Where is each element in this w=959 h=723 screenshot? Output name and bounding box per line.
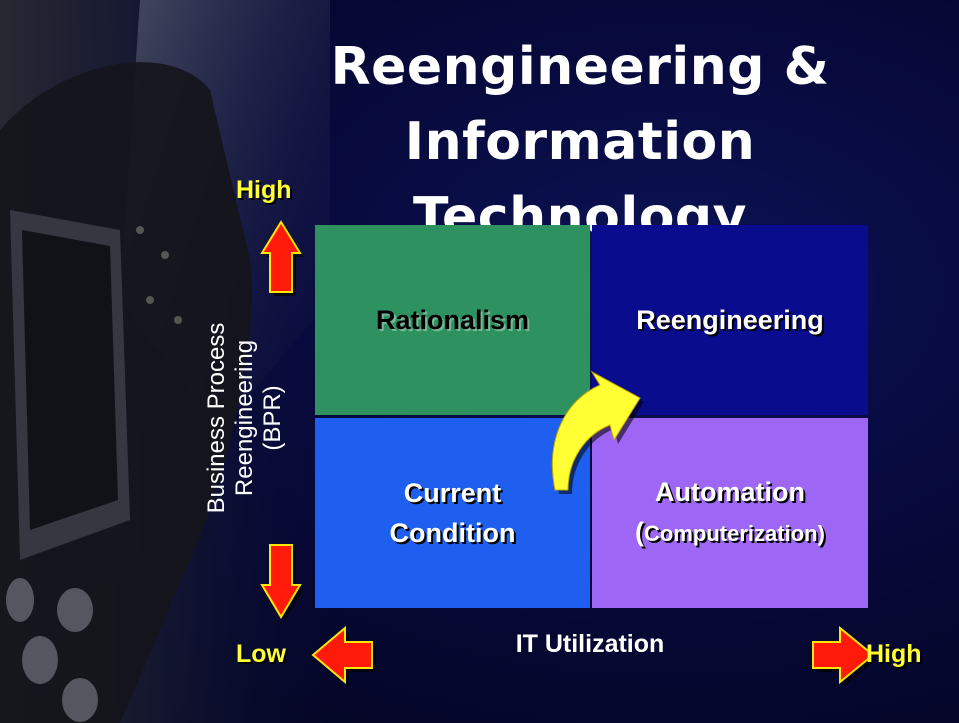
- y-axis-label-line-1: Business Process: [203, 322, 230, 514]
- y-axis-label-line-3: (BPR): [259, 385, 286, 451]
- title-line-1: Reengineering &: [330, 37, 830, 97]
- y-axis-low-label: Low: [236, 640, 286, 668]
- y-axis-high-label: High: [236, 176, 292, 204]
- automation-paren-close: ): [817, 521, 825, 546]
- quadrant-automation: Automation (Computerization): [592, 418, 868, 608]
- automation-line-2: (Computerization): [635, 512, 825, 554]
- y-axis-label: Business Process Reengineering (BPR): [203, 268, 313, 568]
- current-line-2: Condition: [389, 518, 516, 548]
- y-axis-label-line-2: Reengineering: [231, 339, 258, 497]
- x-axis-label: IT Utilization: [515, 630, 665, 658]
- quadrant-current-condition: Current Condition: [315, 418, 590, 608]
- current-line-1: Current: [403, 478, 502, 508]
- quadrant-label-rationalism: Rationalism: [375, 305, 530, 335]
- quadrant-label-reengineering: Reengineering: [636, 305, 824, 335]
- x-axis-high-label: High: [866, 640, 922, 668]
- automation-computerization: Computerization: [644, 521, 818, 546]
- slide-title: Reengineering & Information Technology: [230, 30, 930, 255]
- quadrant-label-current-condition: Current Condition: [390, 473, 516, 553]
- quadrant-label-automation: Automation (Computerization): [635, 472, 825, 554]
- quadrant-reengineering: Reengineering: [592, 225, 868, 415]
- automation-line-1: Automation: [655, 477, 805, 507]
- quadrant-rationalism: Rationalism: [315, 225, 590, 415]
- automation-paren-open: (: [635, 517, 645, 547]
